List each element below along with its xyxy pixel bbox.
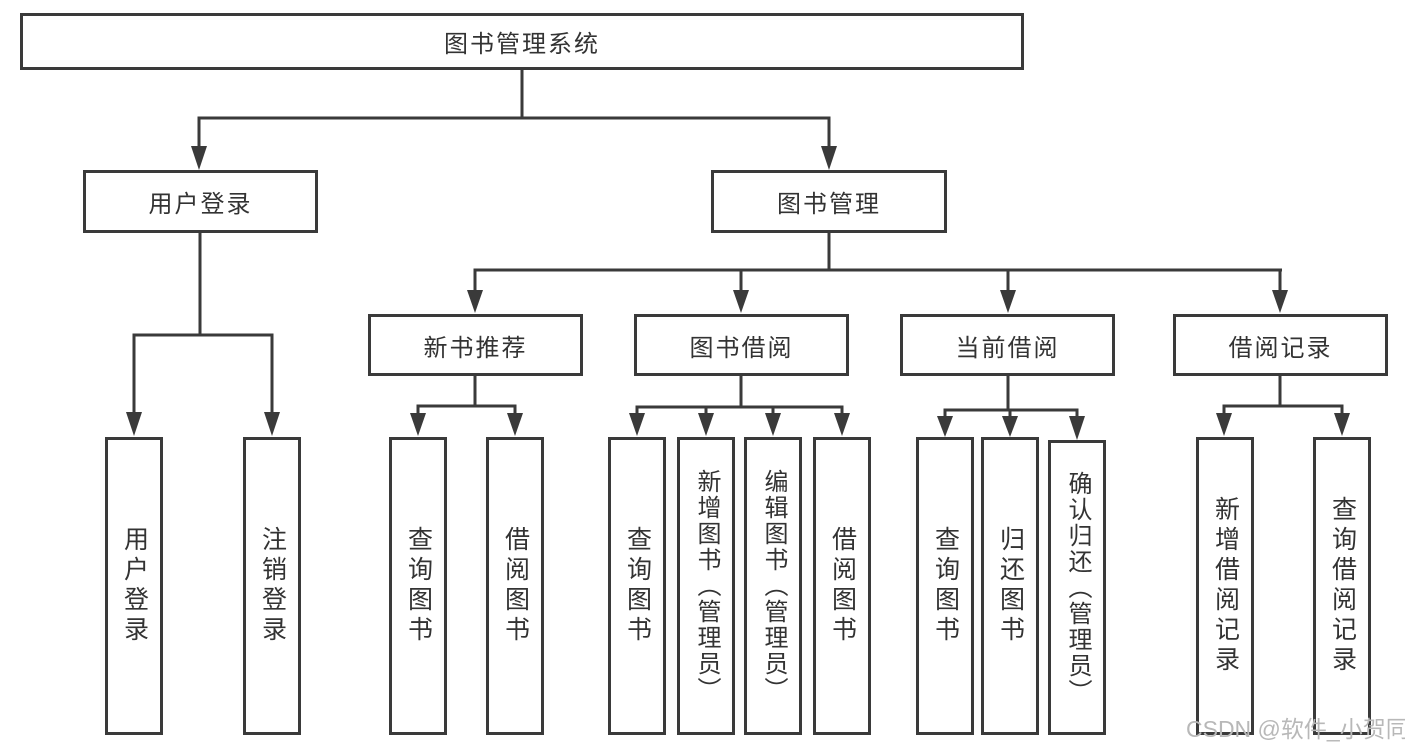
connector-user-login-to-leaves [126, 233, 280, 436]
node-label: 用户登录 [148, 191, 253, 218]
leaf-label: 查询借阅记录 [1328, 496, 1357, 676]
leaf-add-borrow-record: 新增借阅记录 [1196, 437, 1254, 735]
connector-root-to-level2 [191, 69, 837, 170]
node-borrowing-records: 借阅记录 [1173, 314, 1388, 376]
leaf-query-books-recommend: 查询图书 [389, 437, 447, 735]
leaf-label: 借阅图书 [501, 526, 530, 646]
node-book-borrowing: 图书借阅 [634, 314, 849, 376]
node-new-book-recommend: 新书推荐 [368, 314, 583, 376]
leaf-logout: 注销登录 [243, 437, 301, 735]
connector-borrow-record-to-leaves [1216, 376, 1350, 436]
leaf-label: 查询图书 [931, 526, 960, 646]
leaf-label: 查询图书 [404, 526, 433, 646]
leaf-label: 借阅图书 [828, 526, 857, 646]
leaf-label: 用户登录 [120, 526, 149, 646]
leaf-confirm-return-admin: 确认归还（管理员） [1048, 440, 1106, 735]
leaf-borrow-books-recommend: 借阅图书 [486, 437, 544, 735]
leaf-label: 注销登录 [258, 526, 287, 646]
connector-book-borrow-to-leaves [629, 376, 850, 436]
leaf-query-borrow-record: 查询借阅记录 [1313, 437, 1371, 735]
node-label: 图书管理系统 [444, 31, 600, 58]
node-user-login: 用户登录 [83, 170, 318, 233]
node-library-management-system: 图书管理系统 [20, 13, 1024, 70]
leaf-label: 新增借阅记录 [1211, 496, 1240, 676]
connector-current-borrow-to-leaves [937, 376, 1085, 440]
node-label: 当前借阅 [955, 334, 1060, 362]
node-label: 新书推荐 [423, 334, 528, 362]
leaf-query-books-current: 查询图书 [916, 437, 974, 735]
leaf-user-login: 用户登录 [105, 437, 163, 735]
leaf-return-books: 归还图书 [981, 437, 1039, 735]
leaf-label: 查询图书 [623, 526, 652, 646]
leaf-add-books-admin: 新增图书（管理员） [677, 437, 735, 735]
node-book-management: 图书管理 [711, 170, 947, 233]
node-label: 借阅记录 [1228, 334, 1333, 362]
connector-new-book-rec-to-leaves [410, 376, 523, 436]
node-label: 图书借阅 [689, 334, 794, 362]
leaf-label: 确认归还（管理员） [1064, 470, 1091, 705]
node-current-borrowing: 当前借阅 [900, 314, 1115, 376]
leaf-edit-books-admin: 编辑图书（管理员） [744, 437, 802, 735]
leaf-label: 编辑图书（管理员） [760, 469, 787, 703]
leaf-query-books-borrowing: 查询图书 [608, 437, 666, 735]
watermark: CSDN @软件_小贺同学 [1186, 716, 1405, 742]
leaf-borrow-books-borrowing: 借阅图书 [813, 437, 871, 735]
node-label: 图书管理 [777, 191, 881, 218]
leaf-label: 新增图书（管理员） [693, 469, 720, 703]
connector-book-mgmt-to-level3 [467, 233, 1288, 313]
leaf-label: 归还图书 [996, 526, 1025, 646]
